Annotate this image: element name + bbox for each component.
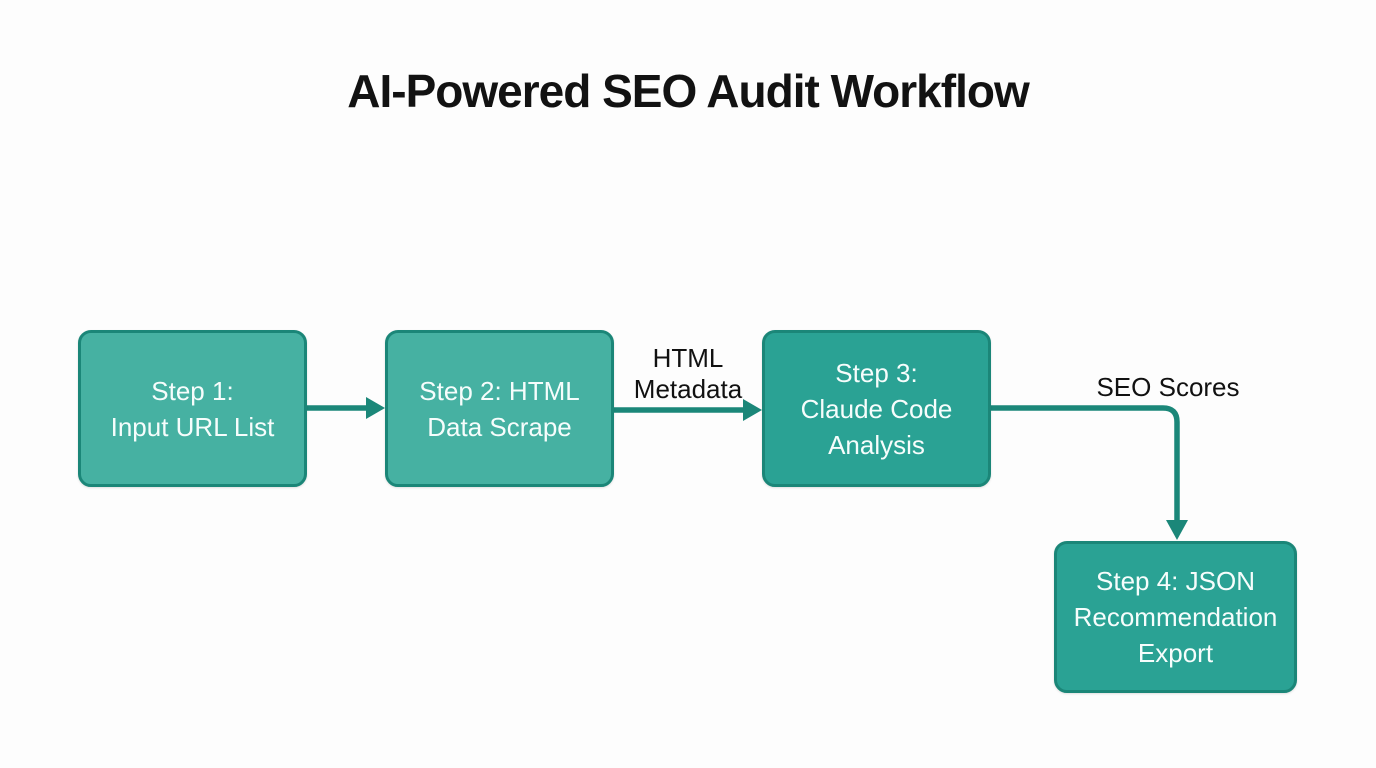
arrow-step1-step2 [307, 397, 385, 419]
node-step-3: Step 3: Claude Code Analysis [762, 330, 991, 487]
node-step-1: Step 1: Input URL List [78, 330, 307, 487]
edge-label-html-metadata: HTML Metadata [633, 343, 743, 404]
diagram-title: AI-Powered SEO Audit Workflow [347, 65, 1029, 117]
node-step-4: Step 4: JSON Recommendation Export [1054, 541, 1297, 693]
node-step-2: Step 2: HTML Data Scrape [385, 330, 614, 487]
arrow-step3-step4 [991, 405, 1188, 540]
edge-label-seo-scores: SEO Scores [1096, 372, 1240, 402]
